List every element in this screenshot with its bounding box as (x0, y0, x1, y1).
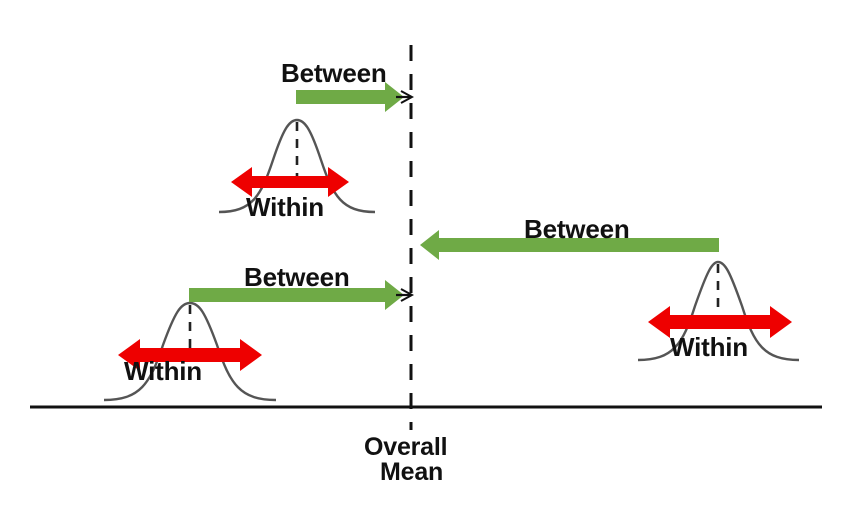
label-within-bottom-left: Within (124, 356, 202, 386)
distribution-curve-right (637, 260, 800, 362)
within-arrow-top-left (231, 167, 349, 197)
label-overall-mean-line2: Mean (380, 458, 444, 486)
within-arrow-right (648, 306, 792, 338)
label-between-top: Between (281, 58, 387, 88)
between-arrow-right (420, 230, 719, 260)
within-arrow-bottom-left (118, 339, 262, 371)
label-within-right: Within (670, 332, 748, 362)
label-between-bottom-left: Between (244, 262, 350, 292)
between-arrow-top-left (296, 82, 404, 112)
group-top-left (218, 82, 411, 214)
label-overall-mean-line1: Overall (364, 433, 448, 461)
group-right (420, 230, 800, 362)
distribution-curve-bottom-left (103, 301, 277, 402)
group-bottom-left (103, 280, 411, 402)
label-between-right: Between (524, 214, 630, 244)
label-within-top: Within (246, 192, 324, 222)
between-arrow-bottom-left (189, 280, 404, 310)
